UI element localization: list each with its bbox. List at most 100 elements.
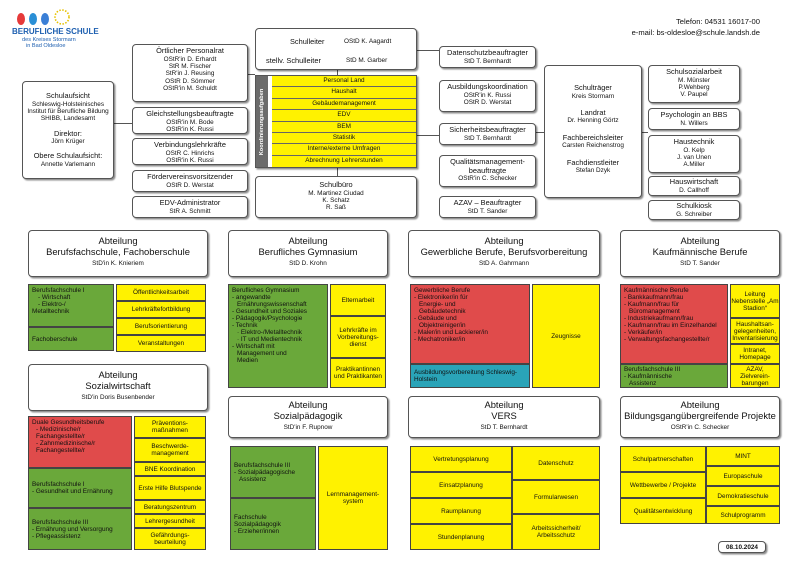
- sozped-bfs3-cell: Berufsfachschule III - Sozialpädagogisch…: [230, 446, 316, 498]
- sozped-fachschule-cell: Fachschule Sozialpädagogik - Erzieher/in…: [230, 498, 316, 550]
- qualitaetsmanagement-box: Qualitätsmanagement- beauftragte OStR'in…: [439, 155, 536, 187]
- bil-right-cell: Demokratieschule: [706, 486, 780, 506]
- sozial-bfs3-cell: Berufsfachschule III - Ernährung und Ver…: [28, 508, 132, 550]
- cell-line: Leitung Nebenstelle „Am Stadion“: [731, 290, 779, 312]
- kfm-task-cell: Intranet, Homepage: [730, 344, 780, 364]
- ausbildungskoordination-box: Ausbildungskoordination OStR'in K. Russi…: [439, 80, 536, 112]
- cell-line: Energie- und: [419, 301, 456, 308]
- logo-star-ring: [54, 9, 70, 25]
- department-kfm-header: Abteilung Kaufmännische Berufe StD T. Sa…: [620, 230, 780, 277]
- department-title: Abteilung: [680, 399, 720, 410]
- gleichstellung-box: Gleichstellungsbeauftragte OStR'in M. Bo…: [132, 107, 248, 134]
- member-name: OStR'in M. Schuldt: [163, 84, 217, 92]
- cell-line: Holstein: [414, 376, 438, 383]
- hauswirtschaft-box: Hauswirtschaft D. Callhoff: [648, 176, 740, 196]
- connector: [248, 74, 255, 75]
- cell-line: BNE Koordination: [144, 465, 196, 473]
- bg-task-cell: Praktikantinnen und Praktikanten: [330, 358, 386, 388]
- stellv-schulleiter-role: stellv. Schulleiter: [266, 56, 321, 65]
- department-title: Bildungsgangübergreifende Projekte: [624, 409, 776, 421]
- department-bil-header: Abteilung Bildungsgangübergreifende Proj…: [620, 396, 780, 438]
- box-title: Schulsozialarbeit: [666, 67, 722, 76]
- member-name: P.Wehberg: [678, 83, 710, 91]
- sozial-task-cell: Erste Hilfe Blutspende: [134, 476, 206, 500]
- cell-line: - Pädagogik/Psychologie: [232, 315, 303, 322]
- bil-right-cell: Schulprogramm: [706, 506, 780, 524]
- cell-line: Lehrkräftefortbildung: [131, 306, 191, 313]
- box-title: AZAV – Beauftragter: [453, 198, 522, 207]
- contact-email[interactable]: e-mail: bs-oldesloe@schule.landsh.de: [631, 28, 760, 37]
- member-name: OStR C. Hinrichs: [165, 149, 215, 157]
- box-title: Sicherheitsbeauftragter: [449, 125, 526, 134]
- cell-line: Objektreiniger/in: [419, 322, 466, 329]
- contact-phone: Telefon: 04531 16017-00: [675, 17, 760, 26]
- cell-line: Raumplanung: [441, 507, 481, 515]
- cell-line: Lernmanagement-system: [326, 491, 380, 505]
- cell-line: Elternarbeit: [341, 296, 375, 304]
- cell-line: AZAV, Zielverein-barungen: [740, 365, 770, 387]
- vers-left-cell: Vertretungsplanung: [410, 446, 512, 472]
- cell-line: - Kaufmann/frau für: [624, 301, 680, 308]
- connector: [417, 135, 439, 136]
- department-title: VERS: [491, 409, 517, 421]
- cell-line: Stundenplanung: [437, 533, 485, 541]
- cell-line: - Erzieher/innen: [234, 527, 280, 535]
- connector: [417, 50, 439, 51]
- department-sozial-header: Abteilung Sozialwirtschaft StD'in Doris …: [28, 364, 208, 411]
- vers-left-cell: Einsatzplanung: [410, 472, 512, 498]
- logo-figure-1: [17, 13, 25, 25]
- department-title: Abteilung: [484, 235, 524, 246]
- box-title: Fördervereinsvorsitzender: [147, 172, 233, 181]
- sozial-task-cell: BNE Koordination: [134, 462, 206, 476]
- cell-line: Berufsfachschule III: [234, 461, 291, 469]
- box-title: Örtlicher Personalrat: [156, 46, 224, 55]
- connector: [642, 132, 648, 133]
- department-title: Abteilung: [484, 399, 524, 410]
- koordinierung-item: EDV: [272, 110, 416, 122]
- bil-left-cell: Schulpartnerschaften: [620, 446, 706, 472]
- date-text: 08.10.2024: [726, 544, 758, 551]
- cell-line: Lehrkräfte im Vorbereitungs-dienst: [337, 326, 379, 348]
- member-name: StD T. Sander: [467, 207, 508, 215]
- schulsozialarbeit-box: Schulsozialarbeit M. Münster P.Wehberg V…: [648, 65, 740, 103]
- cell-line: - Industriekaufmann/frau: [624, 315, 694, 322]
- department-head: StD'in Doris Busenbender: [81, 393, 155, 401]
- bfs-task-cell: Lehrkräftefortbildung: [116, 301, 206, 318]
- member-name: M. Münster: [678, 76, 710, 84]
- member-name: StD T. Bernhardt: [463, 57, 512, 65]
- box-title: Schulbüro: [319, 180, 353, 189]
- logo-title: BERUFLICHE SCHULE: [12, 27, 99, 36]
- bg-task-cell: Lehrkräfte im Vorbereitungs-dienst: [330, 316, 386, 358]
- sozial-task-cell: Präventions-maßnahmen: [134, 416, 206, 438]
- foerderverein-box: Fördervereinsvorsitzender OStR D. Wersta…: [132, 170, 248, 192]
- department-head: StD'in F. Rupnow: [283, 423, 333, 431]
- vers-left-cell: Raumplanung: [410, 498, 512, 524]
- landrat-title: Landrat: [580, 107, 606, 117]
- cell-line: Assistenz: [629, 379, 657, 387]
- koordinierung-item: BEM: [272, 122, 416, 133]
- sozial-task-cell: Beschwerde-management: [134, 438, 206, 462]
- cell-line: Gewerbliche Berufe: [414, 287, 471, 294]
- schulkiosk-box: Schulkiosk G. Schreiber: [648, 200, 740, 220]
- cell-line: - Bankkaufmann/frau: [624, 294, 684, 301]
- cell-line: Ausbildungsvorbereitung Schleswig-: [414, 369, 518, 376]
- department-title: Abteilung: [98, 369, 138, 380]
- box-title: Psychologin an BBS: [660, 110, 728, 119]
- bg-task-cell: Elternarbeit: [330, 284, 386, 316]
- cell-line: Öffentlichkeitsarbeit: [132, 289, 189, 296]
- member-name: OStR D. Werstat: [463, 98, 512, 106]
- cell-line: Duale Gesundheitsberufe: [32, 419, 105, 426]
- member-name: R. Saß: [326, 204, 346, 212]
- member-name: G. Schreiber: [676, 210, 712, 218]
- verbindungslehrkraefte-box: Verbindungslehrkräfte OStR C. Hinrichs O…: [132, 138, 248, 165]
- logo-figure-3: [41, 13, 49, 25]
- department-head: StD T. Sander: [680, 259, 720, 267]
- director-title: Direktor:: [54, 128, 82, 138]
- personalrat-box: Örtlicher Personalrat OStR'in D. Erhardt…: [132, 44, 248, 102]
- koordinierungsaufgaben: Koordinierungsaufgaben Personal Land Hau…: [255, 75, 417, 168]
- schulaufsicht-line: SHIBB, Landesamt: [40, 115, 96, 123]
- cell-line: Europaschule: [723, 472, 763, 480]
- cell-line: Metalltechnik: [32, 308, 70, 315]
- sozial-gesundheitsberufe-cell: Duale Gesundheitsberufe - Medizinische/r…: [28, 416, 132, 468]
- vers-left-cell: Stundenplanung: [410, 524, 512, 550]
